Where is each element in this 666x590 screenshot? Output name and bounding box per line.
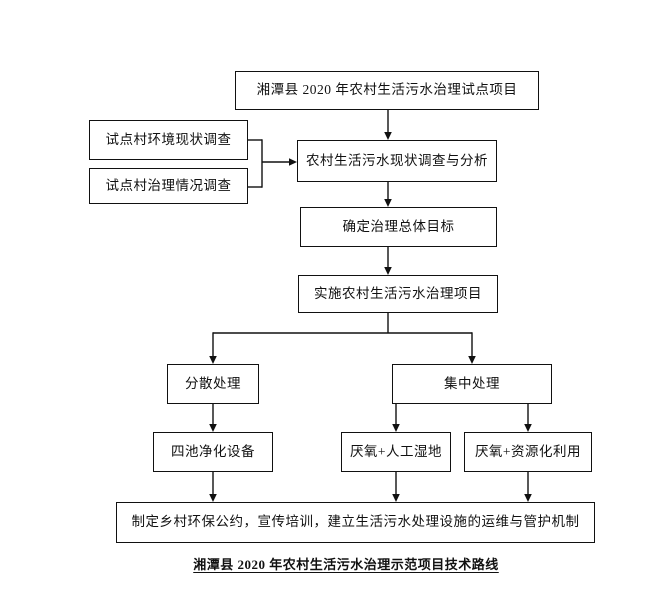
arrow-down-icon [392,424,400,432]
arrow-down-icon [209,494,217,502]
arrow-down-icon [384,132,392,140]
arrow-down-icon [209,424,217,432]
node-treatment-survey: 试点村治理情况调查 [89,168,248,204]
node-anaerobic-resource: 厌氧+资源化利用 [464,432,592,472]
node-pilot-project: 湘潭县 2020 年农村生活污水治理试点项目 [235,71,539,110]
arrow-right-icon [289,158,297,166]
node-env-survey: 试点村环境现状调查 [89,120,248,160]
node-implement-project: 实施农村生活污水治理项目 [298,275,498,313]
node-four-pond-equipment: 四池净化设备 [153,432,273,472]
arrow-down-icon [524,424,532,432]
node-maintenance-mechanism: 制定乡村环保公约，宣传培训，建立生活污水处理设施的运维与管护机制 [116,502,595,543]
arrow-down-icon [384,267,392,275]
node-centralized: 集中处理 [392,364,552,404]
arrow-down-icon [468,356,476,364]
diagram-caption: 湘潭县 2020 年农村生活污水治理示范项目技术路线 [193,557,499,572]
arrow-down-icon [209,356,217,364]
node-overall-goal: 确定治理总体目标 [300,207,497,247]
arrow-down-icon [524,494,532,502]
node-status-analysis: 农村生活污水现状调查与分析 [297,140,497,182]
arrow-down-icon [384,199,392,207]
arrow-down-icon [392,494,400,502]
node-anaerobic-wetland: 厌氧+人工湿地 [341,432,451,472]
node-decentralized: 分散处理 [167,364,259,404]
